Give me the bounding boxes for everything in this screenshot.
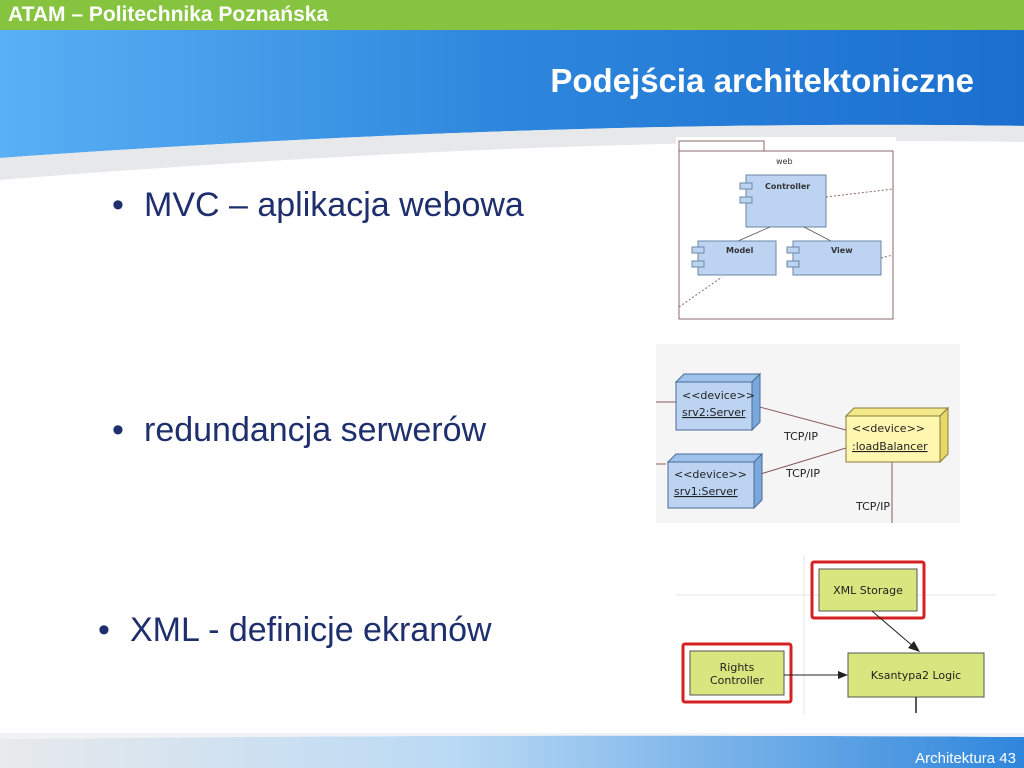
package-frame <box>678 150 894 320</box>
footer-banner <box>0 733 1024 768</box>
rights-highlight <box>681 642 793 704</box>
controller-port <box>739 182 753 190</box>
srv2-stereotype: <<device>> <box>682 389 755 402</box>
link-label-mid: TCP/IP <box>785 467 820 480</box>
view-box <box>792 240 882 276</box>
storage-label: XML Storage <box>833 584 903 597</box>
model-label: Model <box>726 246 754 255</box>
bullet-marker: • <box>98 611 110 649</box>
page-number: Architektura 43 <box>915 750 1016 767</box>
bullet-text: MVC – aplikacja webowa <box>144 186 524 224</box>
storage-highlight <box>810 560 926 620</box>
srv2-name: srv2:Server <box>682 406 746 419</box>
view-port <box>786 260 800 268</box>
rights-box <box>689 650 785 696</box>
logic-label: Ksantypa2 Logic <box>871 669 961 682</box>
bullet-redundancy: • redundancja serwerów <box>112 411 486 450</box>
rights-label-line1: Rights <box>720 661 755 674</box>
package-label: web <box>776 157 793 166</box>
srv2-node <box>675 381 753 431</box>
xml-diagram: XML Storage Rights Controller Ksantypa2 … <box>676 555 996 715</box>
slide-title: Podejścia architektoniczne <box>550 62 974 99</box>
bullet-marker: • <box>112 186 124 224</box>
mvc-diagram: web Controller Model View <box>676 137 896 322</box>
view-label: View <box>831 246 853 255</box>
model-port <box>691 246 705 254</box>
controller-label: Controller <box>765 182 810 191</box>
bullet-marker: • <box>112 411 124 449</box>
logic-box <box>847 652 985 698</box>
link-label-bottom: TCP/IP <box>855 500 890 513</box>
lb-stereotype: <<device>> <box>852 422 925 435</box>
link-label-top: TCP/IP <box>783 430 818 443</box>
storage-box <box>818 568 918 612</box>
rights-label-line2: Controller <box>710 674 765 687</box>
course-label: ATAM – Politechnika Poznańska <box>8 3 329 26</box>
srv1-node <box>667 461 755 509</box>
model-port <box>691 260 705 268</box>
controller-port <box>739 196 753 204</box>
bullet-mvc: • MVC – aplikacja webowa <box>112 186 524 225</box>
srv1-stereotype: <<device>> <box>674 468 747 481</box>
bullet-text: redundancja serwerów <box>144 411 487 449</box>
loadbalancer-node <box>845 415 941 463</box>
server-diagram: <<device>> srv2:Server <<device>> srv1:S… <box>656 344 960 523</box>
bullet-text: XML - definicje ekranów <box>130 611 492 649</box>
srv1-name: srv1:Server <box>674 485 738 498</box>
bullet-xml: • XML - definicje ekranów <box>98 611 492 650</box>
top-bar: ATAM – Politechnika Poznańska <box>0 0 1024 30</box>
lb-name: :loadBalancer <box>852 440 928 453</box>
controller-box <box>745 174 827 228</box>
view-port <box>786 246 800 254</box>
model-box <box>697 240 777 276</box>
